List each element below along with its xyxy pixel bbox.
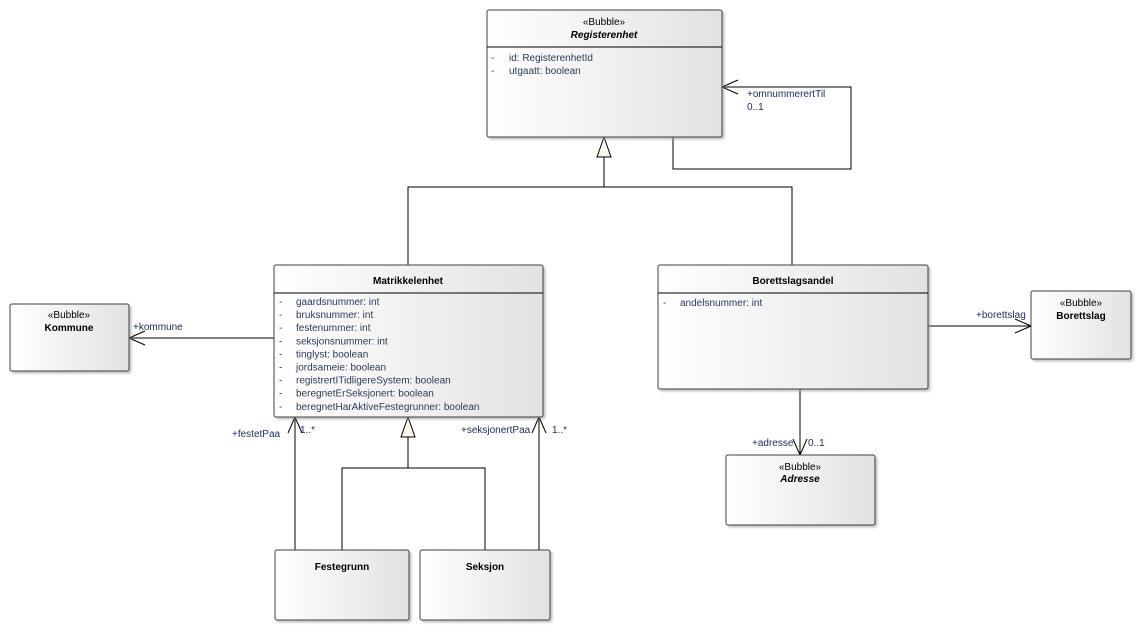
visibility-marker: - [279,363,282,374]
role-label: +adresse [752,438,794,449]
generalization-matrikkelenhet [341,415,486,550]
visibility-marker: - [279,389,282,400]
attribute: beregnetErSeksjonert: boolean [296,389,434,400]
class-borettslagsandel[interactable]: Borettslagsandel - andelsnummer: int [657,264,929,390]
class-name: Kommune [45,323,94,334]
attribute: registrertITidligereSystem: boolean [296,376,451,387]
attribute: id: RegisterenhetId [509,53,593,64]
generalization-arrow-icon [400,415,416,438]
class-name: Matrikkelenhet [373,276,444,287]
multiplicity-label: 1..* [300,425,315,436]
visibility-marker: - [279,336,282,347]
class-name: Adresse [779,474,820,485]
role-label: +festetPaa [232,429,281,440]
multiplicity-label: 1..* [552,425,567,436]
class-name: Seksjon [466,562,504,573]
attribute: bruksnummer: int [296,310,373,321]
association-seksjonertPaa: +seksjonertPaa 1..* [461,416,567,550]
class-seksjon[interactable]: Seksjon [419,549,551,621]
attribute: beregnetHarAktiveFestegrunner: boolean [296,402,479,413]
visibility-marker: - [663,298,666,309]
visibility-marker: - [279,310,282,321]
visibility-marker: - [279,402,282,413]
visibility-marker: - [491,53,494,64]
class-name: Borettslagsandel [752,276,833,287]
class-matrikkelenhet[interactable]: Matrikkelenhet - gaardsnummer: int - bruksn… [273,264,544,418]
multiplicity-label: 0..1 [747,102,764,113]
class-borettslag[interactable]: «Bubble» Borettslag [1030,290,1132,360]
attribute: gaardsnummer: int [296,297,380,308]
association-omnummerertTil: +omnummerertTil 0..1 [672,79,852,170]
association-kommune: +kommune [128,322,274,346]
stereotype-label: «Bubble» [779,462,822,473]
association-festetPaa: +festetPaa 1..* [232,416,315,550]
generalization-registerenhet [407,135,793,265]
visibility-marker: - [279,376,282,387]
visibility-marker: - [279,349,282,360]
stereotype-label: «Bubble» [1060,298,1103,309]
role-label: +seksjonertPaa [461,425,531,436]
visibility-marker: - [279,297,282,308]
class-name: Borettslag [1056,311,1105,322]
class-kommune[interactable]: «Bubble» Kommune [9,303,130,372]
stereotype-label: «Bubble» [583,17,626,28]
generalization-arrow-icon [596,135,612,158]
role-label: +omnummerertTil [747,89,825,100]
role-label: +kommune [133,322,183,333]
attribute: seksjonsnummer: int [296,336,388,347]
class-name: Registerenhet [571,30,638,41]
class-adresse[interactable]: «Bubble» Adresse [725,454,876,526]
attribute: tinglyst: boolean [296,349,368,360]
attribute: utgaatt: boolean [509,66,581,77]
attribute: festenummer: int [296,323,371,334]
class-name: Festegrunn [315,562,369,573]
attribute: andelsnummer: int [680,298,762,309]
stereotype-label: «Bubble» [48,310,91,321]
attribute: jordsameie: boolean [295,363,386,374]
visibility-marker: - [491,66,494,77]
class-registerenhet[interactable]: «Bubble» Registerenhet - id: Registerenh… [486,9,723,138]
association-adresse: +adresse 0..1 [752,389,825,456]
class-festegrunn[interactable]: Festegrunn [274,549,410,621]
multiplicity-label: 0..1 [808,438,825,449]
visibility-marker: - [279,323,282,334]
role-label: +borettslag [976,310,1026,321]
association-borettslag: +borettslag [928,310,1032,334]
